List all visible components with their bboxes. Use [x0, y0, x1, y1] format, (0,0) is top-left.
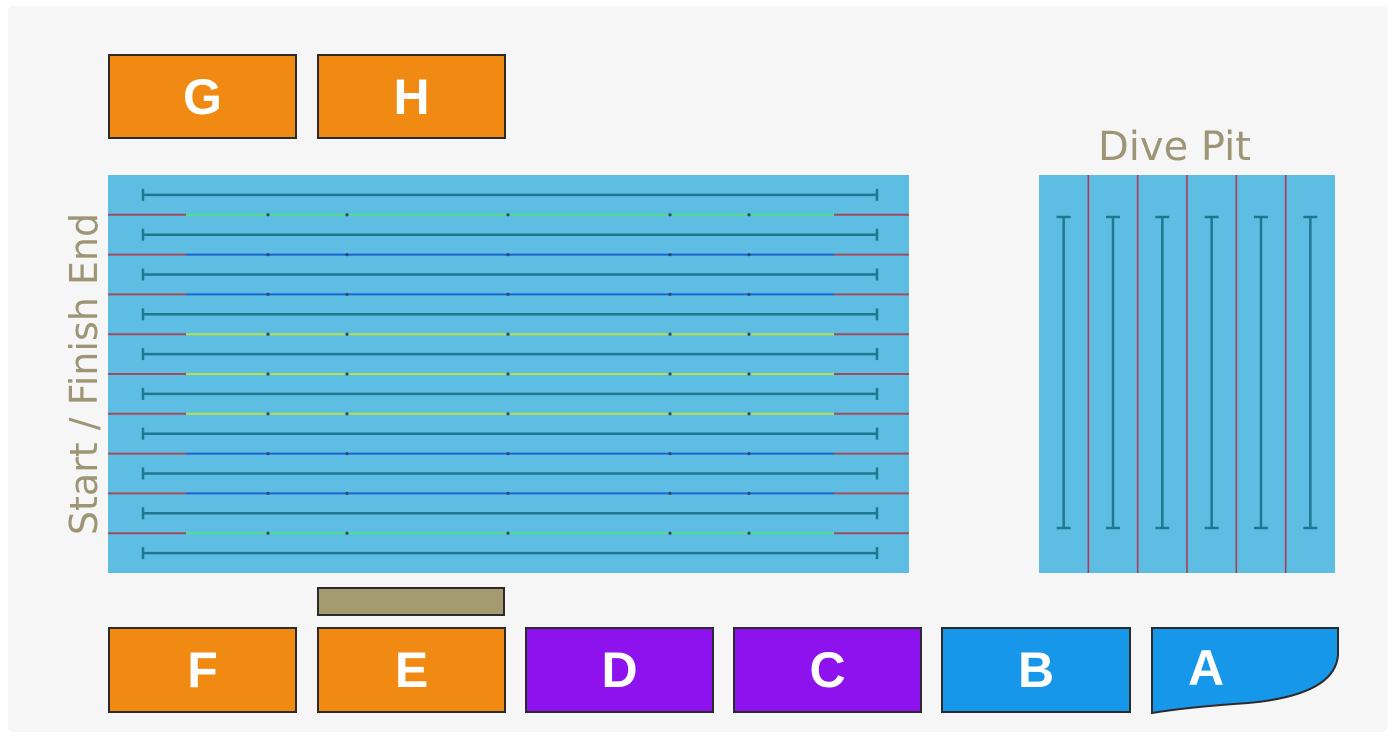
dive-lane-marker — [1106, 215, 1120, 530]
section-f-label: F — [187, 642, 218, 698]
dive-lane-marker — [1204, 215, 1219, 530]
section-d-label: D — [601, 642, 638, 698]
dive-pit — [1039, 175, 1335, 573]
section-a[interactable]: A — [1148, 625, 1343, 717]
dive-lane-marker — [1056, 215, 1071, 530]
pool-lane-marker — [141, 427, 879, 440]
lane-rope — [108, 491, 909, 495]
officials-bench — [317, 587, 505, 616]
section-b-label: B — [1017, 642, 1055, 698]
pool-lane-marker — [141, 268, 879, 281]
lane-rope — [108, 253, 909, 257]
section-d[interactable]: D — [525, 627, 714, 713]
lane-rope — [108, 372, 909, 376]
dive-lane-marker — [1155, 215, 1170, 530]
section-f[interactable]: F — [108, 627, 297, 713]
dive-pit-label: Dive Pit — [1098, 124, 1251, 170]
lane-rope — [108, 452, 909, 456]
section-e-label: E — [394, 642, 429, 698]
section-g-label: G — [183, 68, 222, 125]
section-c-label: C — [809, 642, 846, 698]
section-h-label: H — [393, 68, 430, 125]
dive-lane-marker — [1254, 215, 1268, 530]
pool-lane-marker — [141, 387, 879, 400]
lane-rope — [108, 332, 909, 336]
section-a-shape — [1151, 627, 1339, 715]
pool-lane-marker — [141, 467, 879, 480]
dive-lane-marker — [1303, 215, 1318, 530]
lane-rope — [108, 412, 909, 416]
lane-rope — [108, 531, 909, 535]
pool-lane-marker — [141, 188, 879, 201]
pool-lane-marker — [141, 348, 879, 361]
section-h[interactable]: H — [317, 54, 506, 139]
section-c[interactable]: C — [733, 627, 922, 713]
pool-lane-marker — [141, 308, 879, 321]
pool-lane-marker — [141, 228, 879, 241]
section-e[interactable]: E — [317, 627, 506, 713]
lane-rope — [108, 213, 909, 217]
start-finish-end-label: Start / Finish End — [62, 212, 106, 536]
pool-lane-marker — [141, 507, 879, 520]
section-a-label: A — [1188, 640, 1224, 696]
pool-lane-marker — [141, 547, 879, 560]
competition-pool — [108, 175, 909, 573]
section-b[interactable]: B — [941, 627, 1131, 713]
section-g[interactable]: G — [108, 54, 297, 139]
lane-rope — [108, 292, 909, 296]
